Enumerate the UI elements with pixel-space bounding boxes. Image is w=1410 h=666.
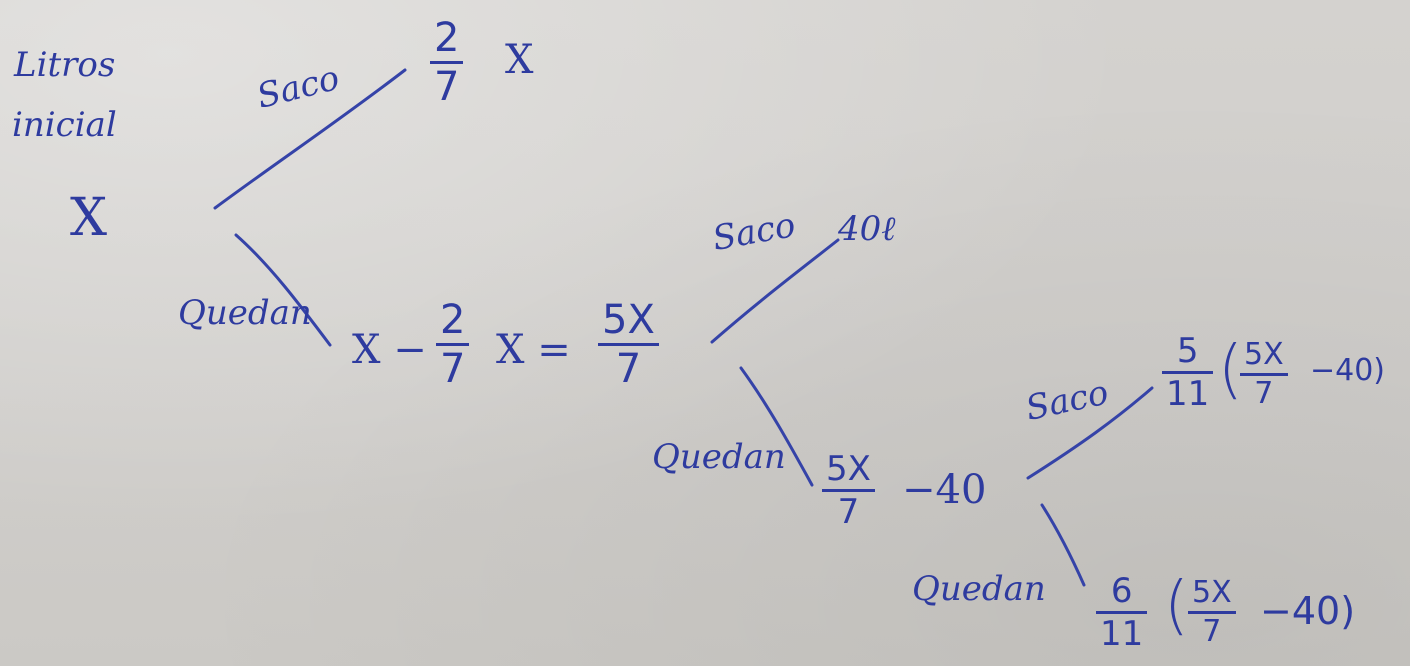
level3-saco-coef-fraction: 5 11 [1162,331,1214,414]
level3-saco-coef-denominator: 11 [1166,374,1210,414]
level1-quedan-mid: X = [496,327,571,373]
level1-saco-variable: X [505,37,534,83]
level1-quedan-result-denominator: 7 [615,346,642,392]
level3-quedan-inner-tail: −40) [1260,589,1356,633]
level1-quedan-result-numerator: 5X [602,297,655,343]
level3-saco-inner-numerator: 5X [1244,337,1284,372]
fraction-bar [1096,611,1148,614]
level3-quedan-label: Quedan [912,569,1046,609]
level1-quedan-denominator: 7 [440,346,466,392]
branch-line-root-quedan [234,233,332,347]
branch-line-level3-quedan [1040,503,1086,587]
fraction-bar [436,343,470,346]
level1-saco-numerator: 2 [434,15,460,61]
fraction-bar [1240,373,1288,376]
level3-quedan-coef-numerator: 6 [1110,571,1133,611]
level1-quedan-result-fraction: 5X 7 [598,300,659,389]
fraction-bar [1162,371,1214,374]
level1-quedan-numerator: 2 [440,297,466,343]
level2-quedan-tail: −40 [902,467,987,513]
level3-quedan-inner-numerator: 5X [1192,575,1232,610]
level3-quedan-inner-denominator: 7 [1202,614,1222,649]
level3-saco-open-paren: ( [1218,333,1243,407]
level3-quedan-open-paren: ( [1164,569,1189,643]
level1-saco-fraction: 2 7 [430,15,464,110]
fraction-bar [430,61,464,64]
level1-quedan-lead: X − [352,327,427,373]
level1-quedan-label: Quedan [178,293,312,333]
level1-quedan-fraction: 2 7 [436,297,470,392]
level1-saco-denominator: 7 [434,64,460,110]
fraction-bar [822,489,875,492]
level2-quedan-fraction: 5X 7 [822,452,875,529]
level2-saco-value: 40ℓ [838,209,896,249]
root-label-line2: inicial [12,105,117,145]
branch-line-level2-quedan [739,366,814,487]
level3-saco-inner-tail: −40) [1310,353,1386,388]
level2-quedan-numerator: 5X [826,449,871,489]
fraction-bar [1188,611,1236,614]
root-value: X [70,188,108,248]
level3-saco-inner-fraction: 5X 7 [1240,340,1288,409]
level3-quedan-inner-fraction: 5X 7 [1188,578,1236,647]
level3-quedan-coef-denominator: 11 [1100,614,1144,654]
branch-line-root-saco [213,68,407,210]
branch-line-level2-saco [710,238,840,344]
level3-saco-inner-denominator: 7 [1254,376,1274,411]
level3-saco-coef-numerator: 5 [1176,331,1199,371]
branch-line-level3-saco [1026,386,1154,480]
level2-quedan-denominator: 7 [837,492,860,532]
level3-quedan-coef-fraction: 6 11 [1096,571,1148,654]
fraction-bar [598,343,659,346]
level2-quedan-label: Quedan [652,437,786,477]
root-label-line1: Litros [14,45,116,85]
